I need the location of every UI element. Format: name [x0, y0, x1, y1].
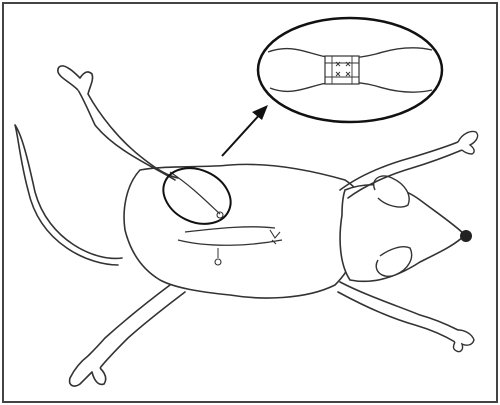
body-outline [124, 164, 362, 298]
nose [460, 230, 472, 242]
ligature-mark-upper [217, 212, 223, 218]
ligature-mark-lower [215, 259, 221, 265]
inset-cuff [325, 56, 359, 84]
